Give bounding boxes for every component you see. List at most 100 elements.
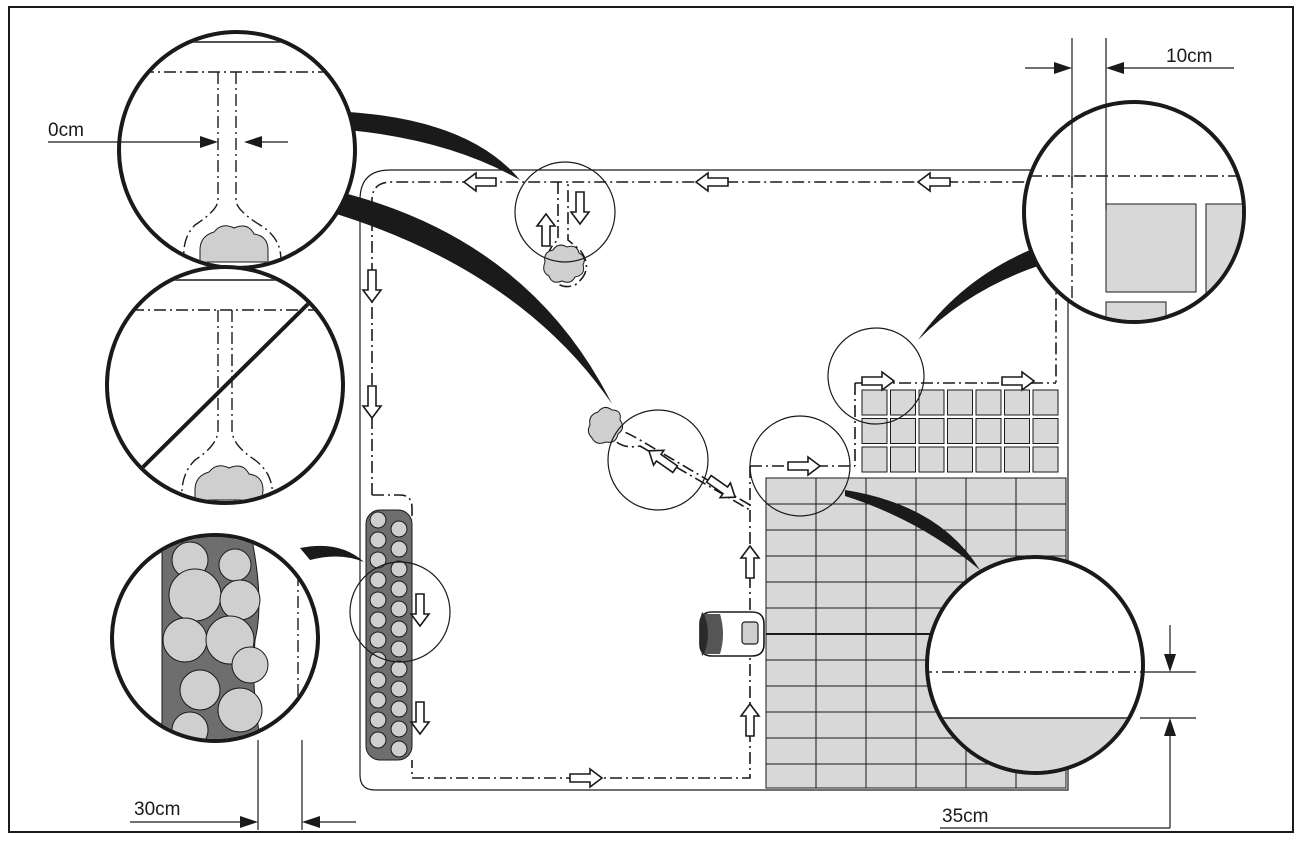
hedge-bush-large — [162, 617, 208, 663]
hedge-bush — [369, 691, 387, 709]
detail-marker-peninsula — [514, 161, 616, 263]
direction-arrow — [916, 171, 951, 193]
direction-arrow — [739, 544, 761, 579]
hedge-bush — [390, 700, 408, 718]
hedge — [365, 509, 413, 761]
connector-bush — [330, 192, 612, 404]
tile — [975, 389, 1002, 416]
tile — [1032, 418, 1059, 444]
tile — [890, 418, 916, 444]
hedge-bush-large — [218, 548, 252, 582]
tile — [947, 389, 973, 416]
label-hedge-gap: 30cm — [134, 799, 180, 820]
direction-arrow — [647, 449, 679, 474]
diagram-frame — [8, 6, 1294, 833]
detail-marker-wall — [827, 327, 925, 425]
tile — [1032, 389, 1059, 416]
hedge-bush — [390, 580, 408, 598]
detail-wall — [1022, 100, 1246, 324]
hedge-bush — [369, 571, 387, 589]
tile — [861, 389, 888, 416]
guide-to-bush — [608, 427, 751, 511]
hedge-bush — [390, 560, 408, 578]
direction-arrow — [1001, 370, 1036, 392]
direction-arrow — [739, 702, 761, 737]
detail-marker-paving — [749, 415, 851, 517]
hedge-bush-large — [219, 579, 261, 621]
direction-arrow — [787, 455, 822, 477]
tile — [890, 446, 916, 473]
hedge-bush — [369, 531, 387, 549]
label-paving-gap: 35cm — [942, 806, 988, 827]
hedge-bush — [369, 731, 387, 749]
hedge-bush — [369, 631, 387, 649]
hedge-bush — [390, 640, 408, 658]
hedge-bush — [369, 591, 387, 609]
centre-bush — [587, 406, 624, 444]
direction-arrow — [361, 385, 383, 420]
detail-marker-bush — [607, 409, 709, 511]
dim-wall — [1025, 38, 1234, 210]
tile — [947, 446, 973, 473]
tile — [975, 446, 1002, 473]
label-zero-gap: 0cm — [48, 120, 84, 141]
hedge-bush — [390, 520, 408, 538]
direction-arrow — [705, 474, 737, 499]
connector-paving — [845, 490, 980, 570]
tile — [890, 389, 916, 416]
direction-arrow — [694, 171, 729, 193]
hedge-bush — [369, 511, 387, 529]
detail-peninsula — [117, 30, 357, 270]
hedge-bush — [390, 660, 408, 678]
hedge-bush — [369, 611, 387, 629]
tile — [1004, 389, 1030, 416]
direction-arrow — [409, 701, 431, 736]
hedge-bush — [390, 740, 408, 758]
robot-mower — [699, 611, 765, 657]
hedge-bush-large — [168, 568, 222, 622]
hedge-bush-large — [171, 711, 209, 739]
tile — [975, 418, 1002, 444]
hedge-bush — [369, 711, 387, 729]
tile — [861, 446, 888, 473]
tile — [918, 446, 945, 473]
tile — [918, 389, 945, 416]
tile — [1004, 418, 1030, 444]
direction-arrow — [409, 593, 431, 628]
hedge-bush — [390, 620, 408, 638]
tile-grid — [861, 389, 1059, 473]
direction-arrow — [535, 212, 557, 247]
direction-arrow — [861, 370, 896, 392]
detail-marker-hedge — [349, 561, 451, 663]
direction-arrows — [361, 171, 1036, 789]
top-bush — [543, 244, 585, 283]
hedge-bush — [390, 720, 408, 738]
wire-peninsula — [546, 182, 588, 288]
hedge-bush-large — [179, 669, 221, 711]
tile — [1004, 446, 1030, 473]
direction-arrow — [462, 171, 497, 193]
direction-arrow — [569, 767, 604, 789]
hedge-bush — [390, 680, 408, 698]
direction-arrow — [569, 191, 591, 226]
direction-arrow — [361, 269, 383, 304]
hedge-bush-large — [217, 687, 263, 733]
dim-hedge — [130, 740, 356, 830]
tile — [947, 418, 973, 444]
hedge-bush-large — [231, 646, 269, 684]
hedge-bush — [369, 671, 387, 689]
hedge-bush — [390, 600, 408, 618]
tile — [918, 418, 945, 444]
label-wall-gap: 10cm — [1166, 46, 1212, 67]
detail-not-allowed — [105, 265, 345, 505]
dim-paving — [940, 625, 1196, 829]
hedge-bush — [390, 540, 408, 558]
connector-peninsula — [348, 112, 520, 180]
dim-zero — [48, 136, 288, 148]
connector-wall — [918, 250, 1038, 340]
hedge-bush — [369, 551, 387, 569]
tile — [861, 418, 888, 444]
tile — [1032, 446, 1059, 473]
connector-hedge — [300, 545, 364, 562]
